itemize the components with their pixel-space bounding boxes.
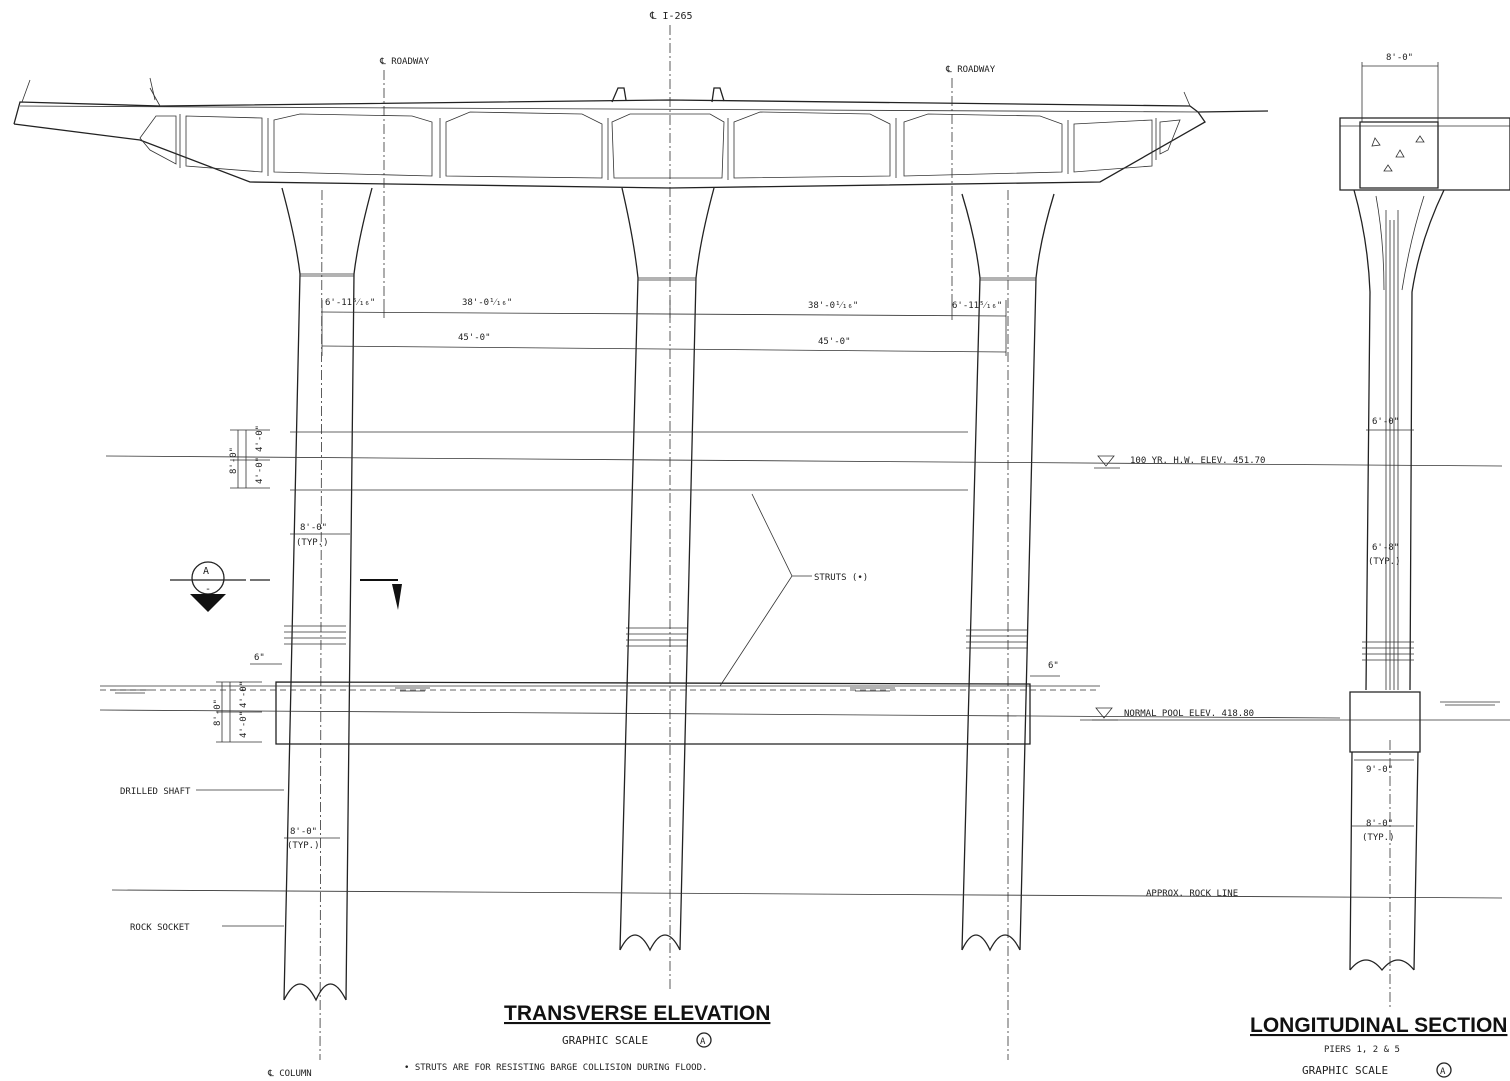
- dim-col-width: 8'-0": [300, 523, 327, 533]
- dim-span-right: 38'-0¹⁄₁₆": [808, 301, 858, 311]
- box-cells: [139, 111, 1181, 179]
- rock-line-label: APPROX. ROCK LINE: [1146, 889, 1238, 899]
- scale-a-circle-2: [1436, 1062, 1452, 1078]
- piers-label: PIERS 1, 2 & 5: [1324, 1045, 1400, 1055]
- dim-shaft-width: 8'-0": [290, 827, 317, 837]
- dim-45-left: 45'-0": [458, 333, 491, 343]
- rock-socket-label: ROCK SOCKET: [130, 923, 190, 933]
- typ-2: (TYP.): [287, 841, 320, 851]
- cl-i265-label: ℄ I-265: [649, 11, 693, 22]
- dim-4-0-a: 4'-0": [255, 425, 265, 452]
- scale-mark-1: A: [700, 1037, 706, 1047]
- cl-roadway-left-label: ℄ ROADWAY: [379, 57, 430, 67]
- long-top-dim: 8'-0": [1386, 53, 1413, 63]
- dim-6-left: 6": [254, 653, 265, 663]
- dim-8-0-lower: 8'-0": [213, 699, 223, 726]
- section-marker-a: [170, 561, 402, 612]
- long-shaft-dim: 8'-0": [1366, 819, 1393, 829]
- dim-4-0-d: 4'-0": [239, 711, 249, 738]
- long-typ-2: (TYP.): [1362, 833, 1395, 843]
- upper-strut: [105, 431, 1503, 491]
- hw-elev-label: 100 YR. H.W. ELEV. 451.70: [1130, 456, 1265, 466]
- transverse-scale: GRAPHIC SCALE: [562, 1034, 648, 1047]
- dim-left-offset: 6'-11⁵⁄₁₆": [325, 298, 375, 308]
- transverse-labels: ℄ I-265 ℄ ROADWAY ℄ ROADWAY 6'-11⁵⁄₁₆" 3…: [120, 11, 1265, 1079]
- dim-4-0-b: 4'-0": [255, 457, 265, 484]
- dim-45-right: 45'-0": [818, 337, 851, 347]
- longitudinal-section: 8'-0" 6'-0" 6'-8" (TYP.) 9'-0" 8'-0" (TY…: [1250, 53, 1510, 1078]
- cl-column-label: ℄ COLUMN: [267, 1069, 312, 1079]
- dim-right-offset: 6'-11⁵⁄₁₆": [952, 301, 1002, 311]
- long-cap-dim: 9'-0": [1366, 765, 1393, 775]
- pool-elev-label: NORMAL POOL ELEV. 418.80: [1124, 709, 1254, 719]
- box-girder-deck: [13, 77, 1269, 189]
- dim-span-left: 38'-0¹⁄₁₆": [462, 298, 512, 308]
- transverse-title: TRANSVERSE ELEVATION: [504, 1002, 770, 1025]
- drilled-shaft-label: DRILLED SHAFT: [120, 787, 191, 797]
- section-dash: -: [205, 584, 211, 595]
- dimensions: [196, 300, 1060, 927]
- long-typ-1: (TYP.): [1368, 557, 1401, 567]
- column-left: [281, 187, 373, 1002]
- long-col-dim: 6'-8": [1372, 543, 1399, 553]
- strut-note: • STRUTS ARE FOR RESISTING BARGE COLLISI…: [404, 1063, 707, 1073]
- dim-4-0-c: 4'-0": [239, 681, 249, 708]
- cl-roadway-right-label: ℄ ROADWAY: [945, 65, 996, 75]
- dim-8-0-upper: 8'-0": [229, 447, 239, 474]
- column-right: [961, 193, 1055, 952]
- typ-1: (TYP.): [296, 538, 329, 548]
- lower-strut: [99, 681, 1510, 745]
- scale-mark-2: A: [1440, 1067, 1446, 1077]
- dim-6-right: 6": [1048, 661, 1059, 671]
- struts-label: STRUTS (•): [814, 573, 868, 583]
- section-letter: A: [203, 566, 209, 577]
- column-center: [619, 187, 715, 952]
- long-mid-dim: 6'-0": [1372, 417, 1399, 427]
- scale-a-circle-1: [696, 1032, 712, 1048]
- longitudinal-scale: GRAPHIC SCALE: [1302, 1064, 1388, 1077]
- transverse-elevation: [13, 25, 1510, 1061]
- longitudinal-title: LONGITUDINAL SECTION: [1250, 1014, 1507, 1037]
